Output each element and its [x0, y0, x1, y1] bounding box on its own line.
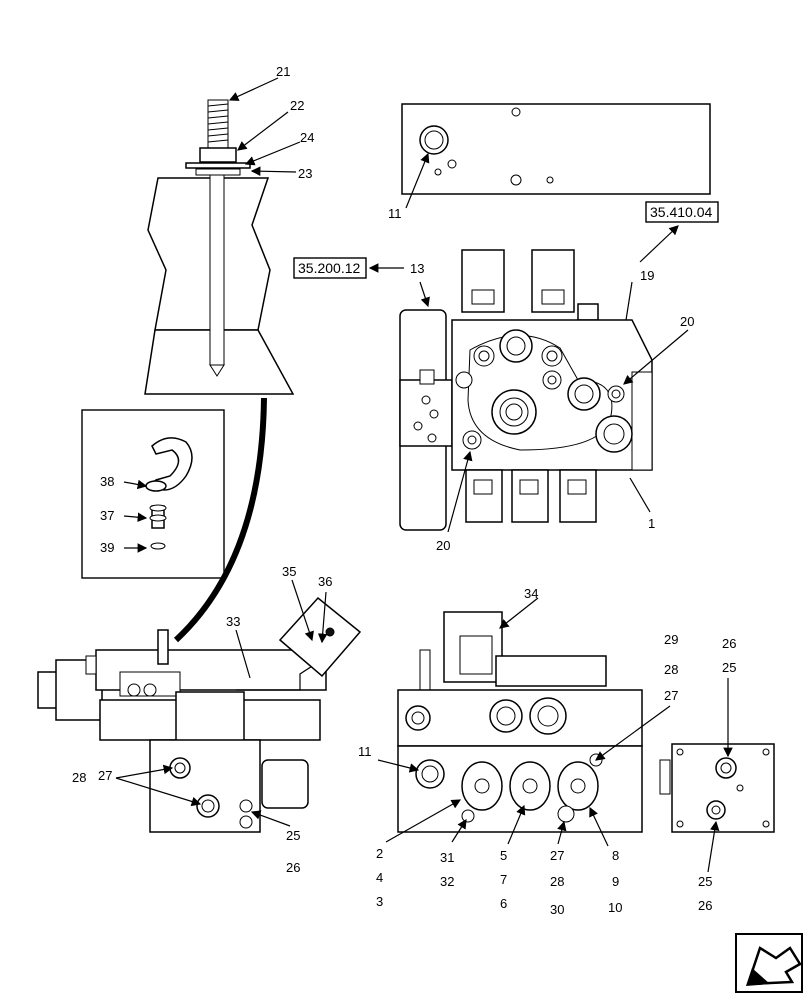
callout-7: 7	[500, 872, 507, 887]
callout-32: 32	[440, 874, 454, 889]
callout-34: 34	[524, 586, 538, 601]
callout-11-top: 11	[388, 206, 402, 221]
callout-37: 37	[100, 508, 114, 523]
connector-curve	[173, 397, 267, 643]
callout-27-left: 27	[98, 768, 112, 783]
callout-38: 38	[100, 474, 114, 489]
callout-1: 1	[648, 516, 655, 531]
callout-26-right-bottom: 26	[698, 898, 712, 913]
callout-25-left: 25	[286, 828, 300, 843]
cover-plate	[401, 103, 711, 195]
callout-20-bottom: 20	[436, 538, 450, 553]
callout-27-bottom: 27	[550, 848, 564, 863]
spacer	[195, 168, 241, 176]
bottom-valve-assembly	[397, 611, 643, 833]
callout-22: 22	[290, 98, 304, 113]
callout-21: 21	[276, 64, 290, 79]
reference-box-35-200-12[interactable]	[293, 257, 367, 279]
callout-28-mid: 28	[664, 662, 678, 677]
callout-9: 9	[612, 874, 619, 889]
solenoid-coil-d	[511, 469, 549, 523]
solenoid-coil-e	[559, 469, 597, 523]
callout-26-right-top: 26	[722, 636, 736, 651]
hex-nut	[199, 147, 237, 163]
callout-4: 4	[376, 870, 383, 885]
callout-25-right-top: 25	[722, 660, 736, 675]
callout-30: 30	[550, 902, 564, 917]
right-side-plate	[659, 743, 775, 833]
callout-13: 13	[410, 261, 424, 276]
callout-11-mid: 11	[358, 744, 372, 759]
bolt-callouts: 21 22 24 23	[228, 64, 314, 181]
detail-inset	[81, 409, 225, 579]
bolt-bracket-assembly	[144, 99, 295, 395]
solenoid-coil-c	[465, 469, 503, 523]
mounting-bracket	[147, 177, 271, 331]
clip-bracket	[151, 437, 193, 491]
reference-35-200-12[interactable]: 35.200.12	[298, 260, 360, 276]
callout-33: 33	[226, 614, 240, 629]
callout-2: 2	[376, 846, 383, 861]
callout-6: 6	[500, 896, 507, 911]
reference-35-410-04[interactable]: 35.410.04	[650, 204, 712, 220]
o-ring	[150, 542, 166, 550]
main-valve-block	[399, 249, 653, 531]
callout-23: 23	[298, 166, 312, 181]
reference-box-35-410-04[interactable]	[645, 201, 719, 223]
washer	[185, 162, 251, 169]
callout-5: 5	[500, 848, 507, 863]
callout-25-right-bottom: 25	[698, 874, 712, 889]
callout-29: 29	[664, 632, 678, 647]
callout-20-right: 20	[680, 314, 694, 329]
callout-35: 35	[282, 564, 296, 579]
callout-19: 19	[640, 268, 654, 283]
callout-31: 31	[440, 850, 454, 865]
bolt-shank	[209, 174, 225, 366]
callout-3: 3	[376, 894, 383, 909]
callout-26-left: 26	[286, 860, 300, 875]
callout-10: 10	[608, 900, 622, 915]
callout-8: 8	[612, 848, 619, 863]
callout-27-mid: 27	[664, 688, 678, 703]
back-arrow-icon[interactable]	[735, 933, 803, 993]
left-valve-assembly	[37, 596, 362, 833]
callout-28-bottom: 28	[550, 874, 564, 889]
callout-39: 39	[100, 540, 114, 555]
solenoid-coil-b	[531, 249, 575, 313]
callout-24: 24	[300, 130, 314, 145]
callout-28-left: 28	[72, 770, 86, 785]
callout-36: 36	[318, 574, 332, 589]
